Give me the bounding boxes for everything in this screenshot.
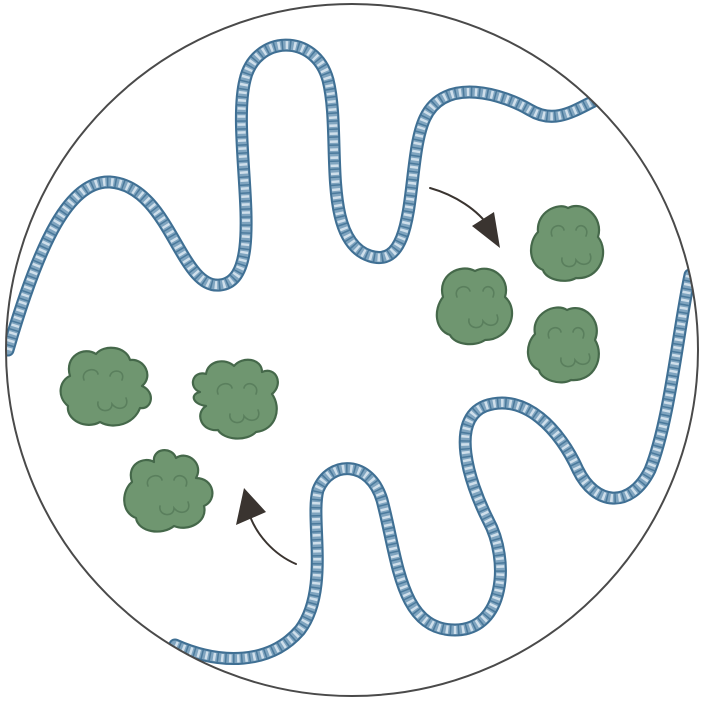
molecule-cluster: [530, 205, 605, 282]
molecule-cluster-group: [59, 205, 605, 533]
dna-strand-lower: [168, 268, 697, 665]
dna-strand-upper: [6, 38, 603, 357]
molecule-cluster: [59, 346, 152, 427]
arrow-left-up: [236, 488, 297, 565]
molecule-cluster: [526, 306, 600, 384]
cell-interior: [6, 38, 697, 665]
molecule-cluster: [123, 449, 214, 533]
arrow-right-down: [429, 187, 500, 248]
molecule-cluster: [435, 267, 514, 346]
molecule-cluster: [191, 358, 279, 440]
cell-boundary-circle: [5, 3, 699, 697]
